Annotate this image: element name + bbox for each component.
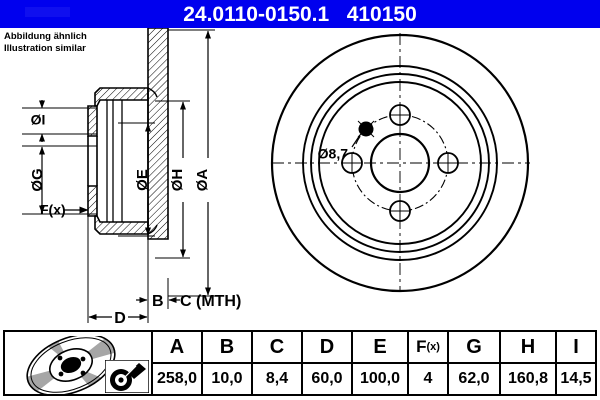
table-value-b: 10,0 xyxy=(211,370,243,387)
label-dia-g: ØG xyxy=(29,168,46,191)
table-value-fx: 4 xyxy=(423,370,433,387)
dimension-f-x: F(x) xyxy=(40,202,89,218)
table-header-fx: F(x) xyxy=(409,332,447,364)
table-value-e: 100,0 xyxy=(359,370,401,387)
dimension-table: A 258,0 B 10,0 C 8,4 D 60,0 E 100,0 F(x)… xyxy=(3,330,597,396)
technical-drawing: ØI ØG ØE xyxy=(22,28,530,327)
table-column-c: C 8,4 xyxy=(251,332,301,394)
illustration-note: Abbildung ähnlich Illustration similar xyxy=(4,31,87,54)
front-view: Ø8,7 xyxy=(270,33,530,293)
dimension-dia-i: ØI xyxy=(22,100,97,142)
label-c: C (MTH) xyxy=(180,293,241,310)
marked-hole-annotation: Ø8,7 xyxy=(318,120,375,162)
bolt-holes xyxy=(341,104,459,222)
table-header-a: A xyxy=(153,332,201,364)
label-dia-a: ØA xyxy=(194,169,211,192)
label-dia-h: ØH xyxy=(169,169,186,192)
table-column-fx: F(x) 4 xyxy=(407,332,447,394)
cross-section-view: ØI ØG ØE xyxy=(22,28,241,327)
table-value-d: 60,0 xyxy=(311,370,343,387)
table-column-d: D 60,0 xyxy=(301,332,351,394)
table-header-b: B xyxy=(203,332,251,364)
table-column-g: G 62,0 xyxy=(447,332,499,394)
header-watermark xyxy=(25,7,70,17)
label-b: B xyxy=(152,293,164,310)
table-header-c: C xyxy=(253,332,301,364)
table-value-h: 160,8 xyxy=(507,370,549,387)
table-cell-illustration xyxy=(5,332,151,394)
table-header-fx-sub: (x) xyxy=(426,341,440,353)
label-dia-e: ØE xyxy=(134,169,151,191)
label-f-x: F(x) xyxy=(40,202,66,218)
header-bar: 24.0110-0150.1 410150 xyxy=(0,0,600,28)
table-value-i: 14,5 xyxy=(560,370,592,387)
label-hole-diameter: Ø8,7 xyxy=(318,146,349,162)
table-value-c: 8,4 xyxy=(265,370,289,387)
measuring-tool-icon xyxy=(105,360,149,393)
table-column-b: B 10,0 xyxy=(201,332,251,394)
table-column-a: A 258,0 xyxy=(151,332,201,394)
table-header-h: H xyxy=(501,332,555,364)
hub-neck-lower xyxy=(87,185,98,217)
table-column-h: H 160,8 xyxy=(499,332,555,394)
dimension-dia-h: ØH xyxy=(155,100,190,259)
page-title: 24.0110-0150.1 410150 xyxy=(183,2,417,26)
table-header-e: E xyxy=(353,332,407,364)
outer-diameter-circle xyxy=(270,33,530,293)
center-bore-circle xyxy=(369,132,431,194)
table-value-a: 258,0 xyxy=(156,370,198,387)
table-header-fx-main: F xyxy=(416,337,427,356)
friction-ring-inner-circle xyxy=(310,73,490,253)
hub-neck-upper xyxy=(87,105,98,137)
dimension-dia-a: ØA xyxy=(168,29,215,297)
dimension-dia-e: ØE xyxy=(118,122,155,237)
table-header-g: G xyxy=(449,332,499,364)
dimension-d: D xyxy=(87,216,149,327)
hat-outer-circle xyxy=(318,81,482,245)
dimension-dia-g: ØG xyxy=(22,145,97,215)
table-column-i: I 14,5 xyxy=(555,332,595,394)
friction-ring-outer-circle xyxy=(302,65,498,261)
label-dia-i: ØI xyxy=(31,112,46,128)
friction-ring-outer xyxy=(147,28,169,240)
table-value-g: 62,0 xyxy=(458,370,490,387)
label-d: D xyxy=(114,310,126,327)
table-header-d: D xyxy=(303,332,351,364)
dimension-b-c: B C (MTH) xyxy=(136,234,241,310)
table-column-e: E 100,0 xyxy=(351,332,407,394)
table-header-i: I xyxy=(557,332,595,364)
